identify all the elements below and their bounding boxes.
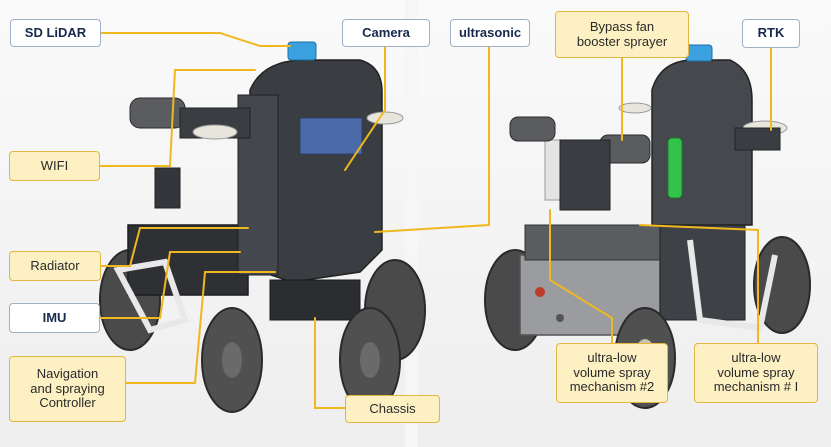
leader-ultrasonic	[374, 46, 490, 233]
left-base-box	[127, 224, 249, 296]
label-camera: Camera	[342, 19, 430, 47]
right-sprayer-barrel-1	[509, 116, 556, 142]
label-imu: IMU	[9, 303, 100, 333]
right-rtk-arm	[734, 127, 781, 151]
left-chassis	[269, 279, 361, 321]
right-green-tank	[667, 137, 683, 199]
left-antenna-1	[192, 124, 238, 140]
left-main-body	[249, 59, 383, 283]
leader-spray2	[549, 209, 613, 353]
left-lidar	[287, 41, 317, 61]
label-spray1: ultra-low volume spray mechanism # I	[694, 343, 818, 403]
left-sprayer-barrel	[129, 97, 186, 129]
leader-radiator	[100, 227, 249, 267]
leader-sd-lidar	[100, 32, 291, 47]
label-radiator: Radiator	[9, 251, 101, 281]
leader-lines	[99, 32, 772, 409]
right-panel-knob-1	[535, 287, 545, 297]
left-camera-screen	[299, 117, 363, 155]
left-robot	[99, 41, 426, 413]
label-spray2: ultra-low volume spray mechanism #2	[556, 343, 668, 403]
left-white-frame	[113, 258, 189, 334]
leader-camera	[344, 46, 386, 171]
right-rear-wheel-right	[753, 236, 811, 334]
right-antenna-1	[618, 102, 652, 114]
label-rtk: RTK	[742, 19, 800, 48]
leader-imu	[99, 251, 241, 319]
right-white-frame	[687, 239, 778, 332]
label-sd-lidar: SD LiDAR	[10, 19, 101, 47]
right-side-box	[659, 219, 746, 321]
left-antenna-2	[366, 111, 404, 125]
label-bypass-fan: Bypass fan booster sprayer	[555, 11, 689, 58]
leader-wifi	[99, 69, 256, 167]
left-front-hub-left	[222, 342, 242, 378]
left-front-hub-right	[360, 342, 380, 378]
right-panel-knob-2	[556, 314, 564, 322]
label-ultrasonic: ultrasonic	[450, 19, 530, 47]
leader-nav-controller	[125, 271, 276, 384]
right-base-top	[524, 224, 671, 261]
right-arm-center	[559, 139, 611, 211]
right-lidar	[685, 44, 713, 62]
label-chassis: Chassis	[345, 395, 440, 423]
leader-chassis	[314, 317, 346, 409]
left-mid-post	[154, 167, 181, 209]
label-nav-controller: Navigation and spraying Controller	[9, 356, 126, 422]
leader-spray1	[639, 224, 759, 356]
label-wifi: WIFI	[9, 151, 100, 181]
